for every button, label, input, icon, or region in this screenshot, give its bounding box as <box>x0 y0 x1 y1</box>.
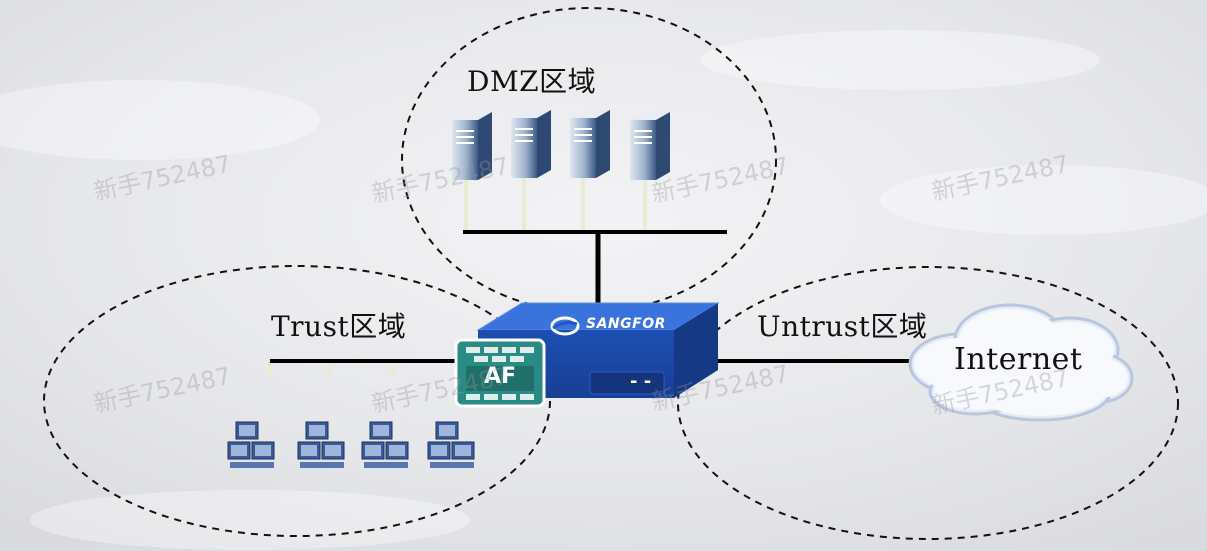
firewall-brand-label: SANGFOR <box>586 316 666 332</box>
server-icon <box>630 112 670 180</box>
desktop-pc-icon <box>427 421 475 468</box>
dmz-zone-label: DMZ区域 <box>467 65 597 98</box>
server-icon <box>570 110 610 178</box>
desktop-pc-icon <box>297 421 345 468</box>
trust-drop-lines <box>268 363 395 376</box>
desktop-pc-icon <box>361 421 409 468</box>
firewall-port-mark: - - <box>630 371 652 392</box>
cloud-icon <box>908 303 1134 422</box>
trust-zone-ellipse <box>43 265 551 537</box>
server-icon <box>452 112 492 180</box>
desktop-pc-icon <box>227 421 275 468</box>
trust-zone-label: Trust区域 <box>271 310 407 343</box>
internet-label: Internet <box>954 342 1083 377</box>
untrust-zone-label: Untrust区域 <box>757 310 928 343</box>
firewall-appliance-icon <box>454 302 720 408</box>
background-texture <box>0 30 1207 550</box>
firewall-badge-label: AF <box>484 364 517 389</box>
untrust-zone-ellipse <box>677 266 1179 540</box>
server-drop-lines <box>464 176 647 230</box>
server-icon <box>511 110 551 178</box>
